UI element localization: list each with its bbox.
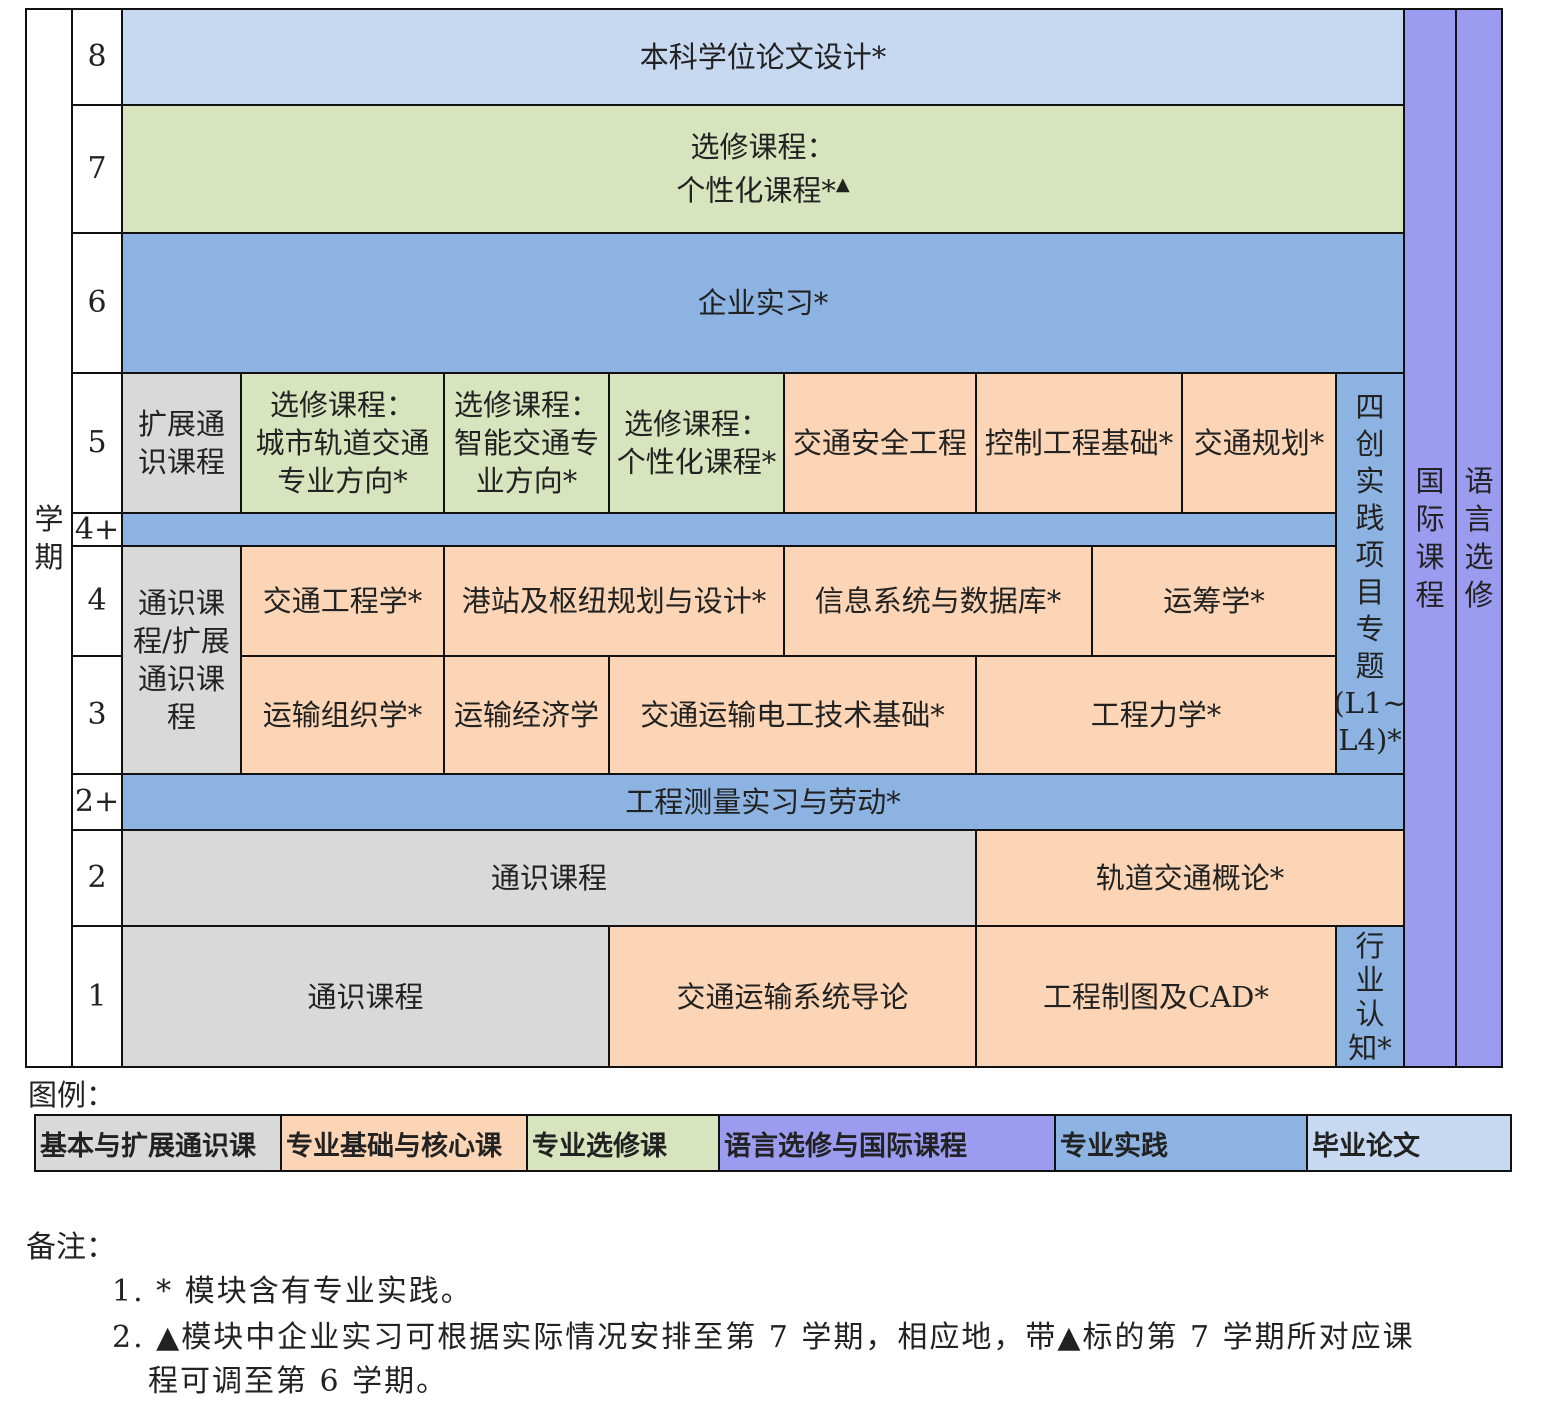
legend-item-practice: 专业实践: [1054, 1114, 1308, 1172]
legend-item-core: 专业基础与核心课: [280, 1114, 528, 1172]
text-line: 选修课程：: [269, 388, 415, 422]
notes-title: 备注：: [26, 1230, 116, 1265]
text-line: 扩展通: [137, 407, 225, 441]
sem5-control: 控制工程基础*: [975, 372, 1183, 514]
sem7-elective-block: 选修课程： 个性化课程*▲: [121, 104, 1405, 234]
semester-3: 3: [71, 655, 123, 775]
text-line: 通识课: [137, 662, 225, 696]
sem2-plus-survey: 工程测量实习与劳动*: [121, 773, 1405, 831]
text-line: 创: [1355, 426, 1385, 461]
sem5-ext-general: 扩展通 识课程: [121, 372, 242, 514]
text-line: 题: [1355, 648, 1385, 683]
axis-label-char: 期: [34, 540, 64, 574]
text-line: 通识课: [137, 586, 225, 620]
text-line: 选: [1464, 540, 1494, 574]
sem4-operations: 运筹学*: [1091, 545, 1337, 657]
sem4-traffic-eng: 交通工程学*: [240, 545, 445, 657]
text-line: (L1~: [1333, 685, 1407, 720]
text-line: 程/扩展: [133, 624, 230, 658]
sem3-econ: 运输经济学: [443, 655, 610, 775]
sem4-info-db: 信息系统与数据库*: [783, 545, 1093, 657]
text-line: 项: [1355, 537, 1385, 572]
text-line: 践: [1355, 500, 1385, 535]
sem5-elective-personal: 选修课程： 个性化课程*: [608, 372, 785, 514]
note-1: 1. * 模块含有专业实践。: [112, 1274, 473, 1309]
legend-title: 图例：: [28, 1078, 116, 1112]
note-2-line1: 2. ▲模块中企业实习可根据实际情况安排至第 7 学期，相应地，带▲标的第 7 …: [112, 1320, 1415, 1355]
text-line: 智能交通专: [453, 426, 599, 460]
semester-7: 7: [71, 104, 123, 234]
text-line: 语: [1464, 464, 1494, 498]
text-line: 国: [1415, 464, 1445, 498]
text-line: 认: [1355, 996, 1385, 1031]
sem3-electrical: 交通运输电工技术基础*: [608, 655, 977, 775]
legend-item-thesis: 毕业论文: [1306, 1114, 1512, 1172]
legend-item-general: 基本与扩展通识课: [34, 1114, 282, 1172]
sem5-elective-rail: 选修课程： 城市轨道交通 专业方向*: [240, 372, 445, 514]
text-line: 知*: [1348, 1030, 1392, 1065]
sem5-traffic-safety: 交通安全工程: [783, 372, 977, 514]
legend-item-elective: 专业选修课: [526, 1114, 720, 1172]
text-line: 专: [1355, 611, 1385, 646]
sem3-org: 运输组织学*: [240, 655, 445, 775]
thesis-block: 本科学位论文设计*: [121, 8, 1405, 106]
sem7-elective-line1: 选修课程：: [690, 130, 836, 165]
sem4-plus-strip: [121, 512, 1337, 547]
triangle-mark: ▲: [835, 174, 850, 196]
text-line: 选修课程：: [453, 388, 599, 422]
text-line: 选修课程：: [623, 407, 769, 441]
sem7-elective-line2: 个性化课程*: [676, 173, 836, 208]
semester-2: 2: [71, 829, 123, 927]
semester-5: 5: [71, 372, 123, 514]
semester-8: 8: [71, 8, 123, 106]
sem3-mechanics: 工程力学*: [975, 655, 1337, 775]
text-line: 识课程: [137, 445, 225, 479]
sem2-rail-intro: 轨道交通概论*: [975, 829, 1405, 927]
text-line: 课: [1415, 540, 1445, 574]
sem5-elective-smart: 选修课程： 智能交通专 业方向*: [443, 372, 610, 514]
sem2-general: 通识课程: [121, 829, 977, 927]
sem5-planning: 交通规划*: [1181, 372, 1337, 514]
sem3-4-general-ext: 通识课 程/扩展 通识课 程: [121, 545, 242, 775]
language-electives: 语 言 选 修: [1455, 8, 1503, 1068]
text-line: 际: [1415, 502, 1445, 536]
internship-block: 企业实习*: [121, 232, 1405, 374]
semester-4-plus: 4+: [71, 512, 123, 547]
semester-2-plus: 2+: [71, 773, 123, 831]
sem1-industry-cognition: 行 业 认 知*: [1335, 925, 1405, 1068]
sem1-drawing: 工程制图及CAD*: [975, 925, 1337, 1068]
semester-6: 6: [71, 232, 123, 374]
text-line: 四: [1355, 389, 1385, 424]
note-2-line2: 程可调至第 6 学期。: [148, 1364, 449, 1399]
sem1-transport-intro: 交通运输系统导论: [608, 925, 977, 1068]
sem7-elective-line2-wrap: 个性化课程*▲: [676, 166, 849, 210]
semester-1: 1: [71, 925, 123, 1068]
text-line: 实: [1355, 463, 1385, 498]
text-line: 个性化课程*: [616, 445, 777, 479]
legend-item-language-intl: 语言选修与国际课程: [718, 1114, 1056, 1172]
text-line: 城市轨道交通: [255, 426, 430, 460]
international-courses: 国 际 课 程: [1403, 8, 1457, 1068]
text-line: 专业方向*: [277, 464, 408, 498]
sem4-station: 港站及枢纽规划与设计*: [443, 545, 785, 657]
text-line: 程: [1415, 578, 1445, 612]
text-line: 业: [1355, 962, 1385, 997]
axis-label-char: 学: [34, 502, 64, 536]
text-line: L4)*: [1338, 722, 1402, 757]
text-line: 程: [166, 700, 196, 734]
semester-4: 4: [71, 545, 123, 657]
text-line: 业方向*: [475, 464, 578, 498]
text-line: 目: [1355, 574, 1385, 609]
semester-axis-label: 学 期: [25, 8, 73, 1068]
text-line: 行: [1355, 928, 1385, 963]
text-line: 修: [1464, 578, 1494, 612]
four-innovation-project: 四 创 实 践 项 目 专 题 (L1~ L4)*: [1333, 372, 1407, 775]
sem1-general: 通识课程: [121, 925, 610, 1068]
text-line: 言: [1464, 502, 1494, 536]
